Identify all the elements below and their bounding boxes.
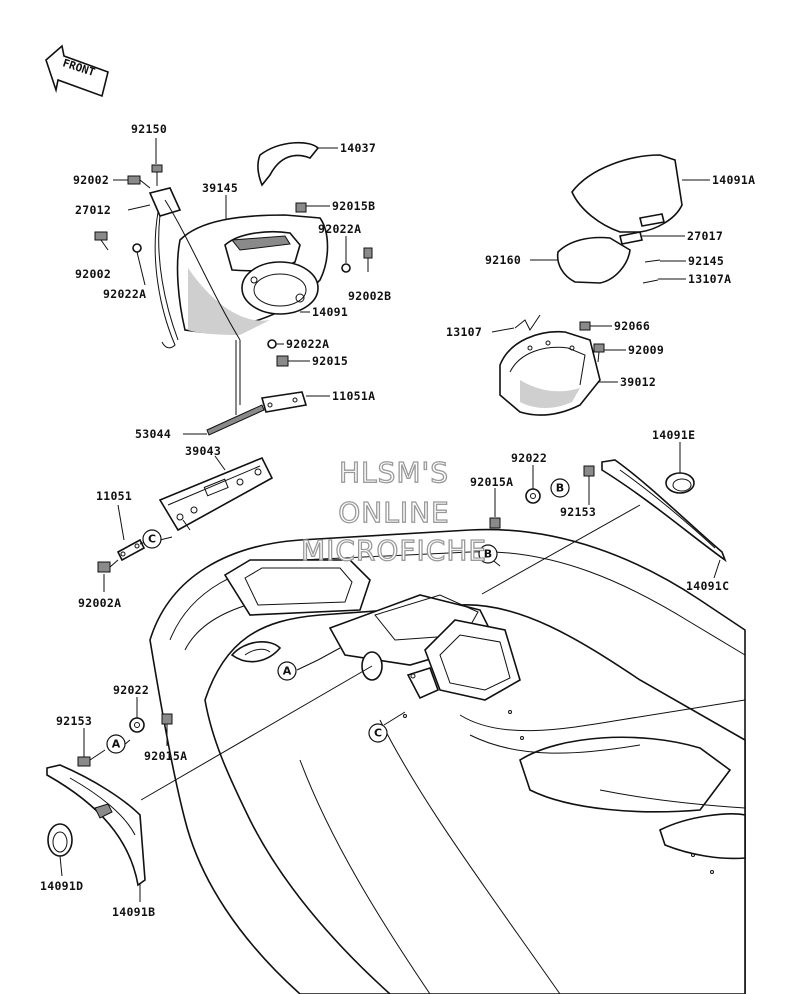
label-27017: 27017 xyxy=(687,229,723,243)
label-92022-left: 92022 xyxy=(113,683,149,697)
label-92002-left: 92002 xyxy=(75,267,111,281)
watermark-line-3: MICROFICHE xyxy=(301,534,487,567)
label-11051A: 11051A xyxy=(332,389,375,403)
label-13107: 13107 xyxy=(446,325,482,339)
label-92015B: 92015B xyxy=(332,199,375,213)
callouts: A A B B C C xyxy=(106,478,570,754)
label-92022-right: 92022 xyxy=(511,451,547,465)
label-14091E: 14091E xyxy=(652,428,695,442)
front-arrow-icon: FRONT xyxy=(45,44,109,98)
bracket-11051a xyxy=(260,391,308,413)
label-92009: 92009 xyxy=(628,343,664,357)
label-92002A: 92002A xyxy=(78,596,121,610)
front-cover-assembly xyxy=(94,141,373,415)
label-14091C: 14091C xyxy=(686,579,729,593)
label-92066: 92066 xyxy=(614,319,650,333)
label-14091A: 14091A xyxy=(712,173,755,187)
callout-b-deck: B xyxy=(478,544,498,564)
label-14037: 14037 xyxy=(340,141,376,155)
label-92145: 92145 xyxy=(688,254,724,268)
left-side-panel xyxy=(46,713,173,887)
plate-39043 xyxy=(158,456,274,532)
rod-53044 xyxy=(206,404,265,436)
right-side-panel xyxy=(489,459,727,563)
label-39012: 39012 xyxy=(620,375,656,389)
label-92150: 92150 xyxy=(131,122,167,136)
svg-text:B: B xyxy=(484,548,492,561)
label-27012: 27012 xyxy=(75,203,111,217)
label-92015A-left: 92015A xyxy=(144,749,187,763)
label-92022A-right: 92022A xyxy=(318,222,361,236)
callout-c-deck: C xyxy=(368,723,388,743)
label-13107A: 13107A xyxy=(688,272,731,286)
strap-11051 xyxy=(97,537,156,573)
label-92002B: 92002B xyxy=(348,289,391,303)
part-labels: 92150 14037 92002 39145 92015B 27012 920… xyxy=(40,122,755,919)
label-92160: 92160 xyxy=(485,253,521,267)
label-39043: 39043 xyxy=(185,444,221,458)
label-14091B: 14091B xyxy=(112,905,155,919)
label-53044: 53044 xyxy=(135,427,171,441)
svg-text:B: B xyxy=(556,482,564,495)
label-92002-top: 92002 xyxy=(73,173,109,187)
svg-text:C: C xyxy=(374,727,382,740)
label-92015: 92015 xyxy=(312,354,348,368)
svg-text:A: A xyxy=(283,665,292,678)
label-92015A-right: 92015A xyxy=(470,475,513,489)
watermark-line-1: HLSM'S xyxy=(339,456,449,489)
label-92153-right: 92153 xyxy=(560,505,596,519)
label-92153-left: 92153 xyxy=(56,714,92,728)
label-92022A-low: 92022A xyxy=(286,337,329,351)
callout-b-right: B xyxy=(550,478,570,498)
hull-deck xyxy=(149,528,746,994)
label-14091: 14091 xyxy=(312,305,348,319)
label-14091D: 14091D xyxy=(40,879,83,893)
svg-text:A: A xyxy=(112,738,121,751)
label-92022A-left: 92022A xyxy=(103,287,146,301)
callout-a-left: A xyxy=(106,734,126,754)
svg-text:C: C xyxy=(148,533,156,546)
callout-c-plate: C xyxy=(142,529,162,549)
watermark: HLSM'S ONLINE MICROFICHE xyxy=(300,455,487,567)
label-39145: 39145 xyxy=(202,181,238,195)
label-11051: 11051 xyxy=(96,489,132,503)
watermark-line-2: ONLINE xyxy=(338,496,449,529)
callout-a-deck: A xyxy=(277,661,297,681)
storage-lid-assembly xyxy=(499,154,683,416)
